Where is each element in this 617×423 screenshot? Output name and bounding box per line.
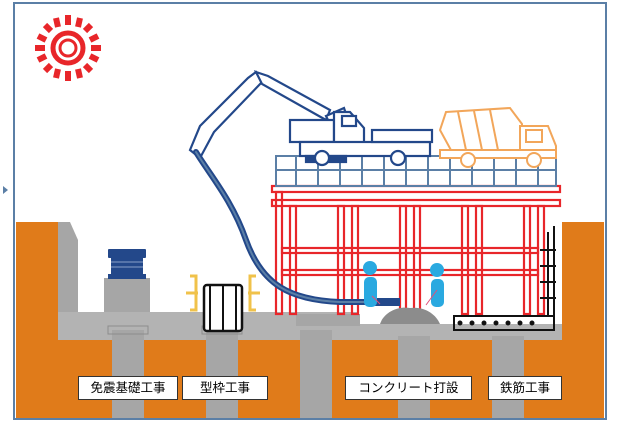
- mixer-truck-icon: [438, 106, 557, 168]
- label-rebar-work: 鉄筋工事: [488, 376, 562, 400]
- label-concrete-pouring: コンクリート打設: [345, 376, 472, 400]
- soil-right-wall: [562, 222, 604, 418]
- label-seismic-foundation-work: 免震基礎工事: [78, 376, 178, 400]
- poured-concrete: [380, 307, 440, 324]
- slab-step: [296, 314, 360, 326]
- label-formwork: 型枠工事: [182, 376, 268, 400]
- piles: [112, 330, 524, 418]
- soil-left-wall: [16, 222, 58, 418]
- sun-icon: [35, 15, 101, 81]
- slab-right: [358, 324, 562, 340]
- worker-icon: [425, 263, 444, 307]
- rebar-cage-icon: [453, 226, 556, 331]
- concrete-pump-truck-icon: [188, 70, 434, 167]
- left-arrow-icon: [3, 186, 8, 194]
- hose-nozzle: [372, 298, 400, 306]
- worker-icon: [363, 261, 381, 307]
- retaining-wall: [58, 222, 78, 312]
- seismic-isolator-icon: [104, 249, 150, 312]
- formwork-icon: [186, 274, 260, 333]
